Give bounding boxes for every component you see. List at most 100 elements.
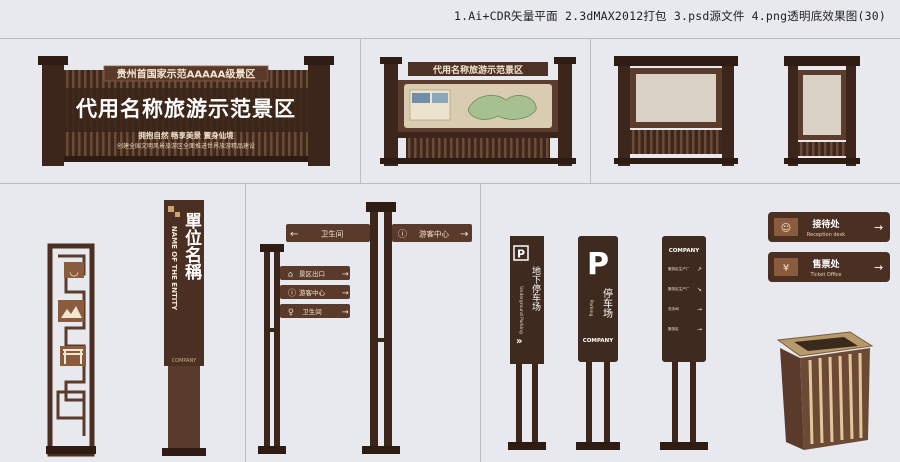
gate-icon	[63, 349, 83, 364]
board-header	[408, 62, 548, 76]
forward-arrows-icon: »	[516, 336, 522, 347]
arrow-right-icon: →	[697, 326, 702, 333]
gate-sign-panel: 贵州首国家示范AAAAA级景区 代用名称旅游示范景区 拥抱自然 畅享美景 置身仙…	[36, 52, 336, 170]
reception-sign: ☺ 接待处 Reception desk →	[768, 212, 890, 242]
header-caption: 1.Ai+CDR矢量平面 2.3dMAX2012打包 3.psd源文件 4.pn…	[454, 9, 886, 23]
board-photo-2	[432, 93, 448, 103]
arrow-left-icon: ←	[290, 229, 298, 240]
board-title: 代用名称旅游示范景区	[432, 64, 523, 76]
gate-left-post	[42, 60, 64, 166]
directory-stand-r	[690, 362, 696, 444]
parking-en: Parking	[588, 300, 594, 317]
notice-wide-panel	[636, 74, 716, 122]
small-sign-3: ♀ 卫生间 →	[280, 304, 350, 318]
directory-item-4: 服务区 →	[668, 326, 702, 333]
name-pillar-stand	[168, 366, 200, 450]
ticket-cn: 售票处	[811, 258, 840, 270]
large-sign-right-label: 游客中心	[419, 229, 449, 239]
directory-item-3-label: 洗手间	[668, 306, 679, 311]
board-base	[380, 158, 576, 164]
notice-tall-top	[784, 56, 860, 66]
name-pillar-body	[164, 200, 204, 366]
name-pillar-mark-1	[168, 206, 174, 212]
lattice-window	[56, 390, 86, 420]
notice-wide-right-post	[722, 58, 734, 166]
gate-right-post-cap	[304, 56, 334, 65]
directory-body	[662, 236, 706, 362]
directory-base	[660, 442, 708, 450]
arrow-right-icon: →	[697, 306, 702, 313]
direction-signs-panel: ⌂ 景区出口 → ⓘ 游客中心 → ♀ 卫生间 → ← 卫生间 ⓘ 游客中心 →	[258, 198, 474, 458]
gate-right-post	[308, 60, 330, 166]
name-pillar-base	[162, 448, 206, 456]
arrow-right-icon: →	[874, 261, 883, 274]
notice-tall-right-post	[846, 58, 856, 166]
notice-wide-top	[614, 56, 738, 66]
board-left-post	[384, 60, 398, 166]
board-right-post	[558, 60, 572, 166]
large-post-left	[370, 208, 378, 454]
exit-icon: ⌂	[288, 270, 293, 279]
gate-left-post-cap	[38, 56, 68, 65]
notice-tall-panel	[803, 75, 841, 135]
notice-tall-legs	[798, 142, 846, 156]
bowl-icon: ◡	[69, 265, 79, 278]
lattice-icon-bowl-bg	[64, 262, 84, 278]
large-post-cap	[366, 202, 396, 212]
wall-signs-panel: ☺ 接待处 Reception desk → ¥ 售票处 Ticket Offi…	[764, 206, 894, 458]
directory-stand-l	[672, 362, 678, 444]
arrow-down-right-icon: ↘	[697, 286, 702, 293]
directory-item-4-label: 服务区	[668, 326, 679, 331]
ticket-icon: ¥	[783, 263, 789, 274]
underground-parking-en: Underground Parking	[518, 286, 524, 334]
gate-main-title: 代用名称旅游示范景区	[75, 97, 296, 121]
divider-v-3	[245, 183, 246, 462]
lattice-icon-mountain-bg	[58, 300, 84, 322]
mountain-icon	[61, 306, 82, 318]
gate-subline: 创建全国文明风景旅游区全面推进世界旅游精品建设	[117, 142, 255, 150]
bin-slats	[808, 352, 863, 445]
gate-base	[64, 156, 308, 162]
gate-title-band	[64, 88, 308, 132]
large-sign-left: ← 卫生间	[286, 224, 370, 242]
arrow-right-icon: →	[342, 289, 349, 298]
board-lower-rail	[398, 132, 558, 138]
ticket-sign: ¥ 售票处 Ticket Office →	[768, 252, 890, 282]
name-pillar-mark-2	[175, 212, 180, 217]
small-post-base	[258, 446, 286, 454]
arrow-up-right-icon: ↗	[697, 266, 702, 273]
directory-item-2: 服务区生产厂 ↘	[668, 286, 702, 293]
name-pillar-en: NAME OF THE ENTITY	[170, 226, 178, 311]
notice-wide-left-post	[618, 58, 630, 166]
parking-body	[578, 236, 618, 362]
underground-parking-base	[508, 442, 546, 450]
notice-wide-legs	[630, 130, 722, 154]
board-map-shape	[467, 95, 537, 120]
notice-tall-base	[784, 158, 860, 164]
notice-boards-panel	[614, 54, 864, 168]
lattice-base	[46, 446, 96, 454]
reception-icon: ☺	[781, 223, 791, 234]
parking-stand-r	[604, 362, 610, 444]
board-legs	[406, 138, 550, 158]
large-post-right	[384, 208, 392, 454]
arrow-right-icon: →	[874, 221, 883, 234]
reception-cn: 接待处	[812, 218, 840, 230]
divider-h-top	[0, 38, 900, 39]
directory-item-2-label: 服务区生产厂	[668, 286, 690, 291]
parking-letter: P	[587, 247, 609, 282]
info-icon: ⓘ	[288, 289, 296, 298]
name-pillar-company: COMPANY	[172, 358, 198, 364]
underground-parking-stand-r	[532, 364, 538, 444]
trash-bin	[776, 331, 874, 450]
restroom-icon: ♀	[288, 308, 294, 317]
board-photo	[412, 93, 430, 103]
small-sign-2-label: 游客中心	[299, 288, 326, 297]
arrow-right-icon: →	[342, 308, 349, 317]
info-icon: ⓘ	[398, 229, 407, 240]
parking-text: 停车场	[601, 287, 613, 319]
gate-top-banner-text: 贵州首国家示范AAAAA级景区	[117, 68, 256, 81]
small-sign-1-label: 景区出口	[299, 269, 325, 278]
underground-parking-letter-box	[513, 245, 529, 261]
small-sign-2: ⓘ 游客中心 →	[280, 285, 350, 299]
